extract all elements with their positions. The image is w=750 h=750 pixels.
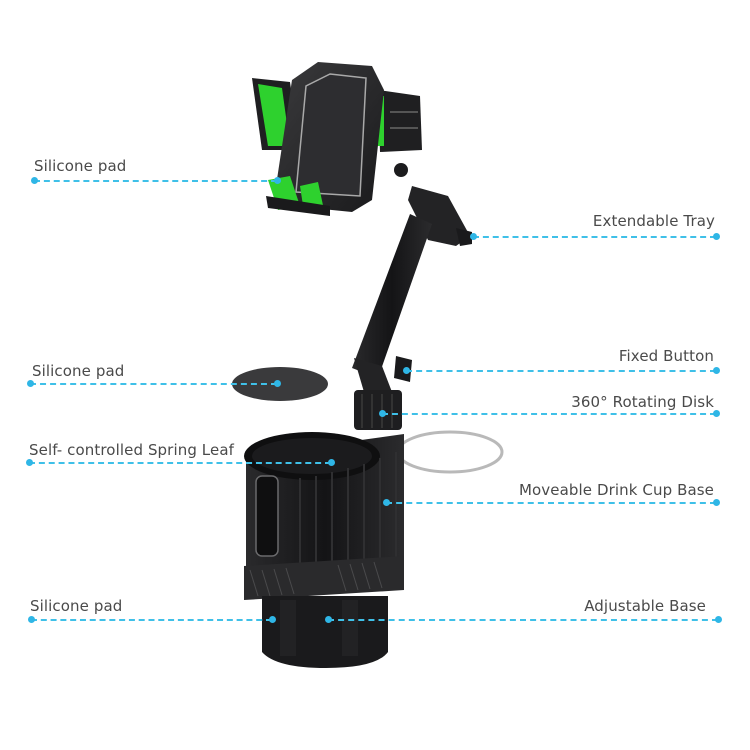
callout-leader-fixed-button xyxy=(406,370,716,372)
callout-dot-silicone-pad-middle-start xyxy=(27,380,34,387)
adjustable-base xyxy=(262,596,388,668)
callout-dot-silicone-pad-top-start xyxy=(31,177,38,184)
callout-dot-silicone-pad-middle-end xyxy=(274,380,281,387)
callout-leader-moveable-cup-base xyxy=(386,502,716,504)
callout-label-rotating-disk: 360° Rotating Disk xyxy=(571,393,714,411)
callout-dot-fixed-button-end xyxy=(713,367,720,374)
callout-label-fixed-button: Fixed Button xyxy=(618,347,714,365)
callout-dot-extendable-tray-end xyxy=(713,233,720,240)
callout-leader-spring-leaf xyxy=(29,462,331,464)
callout-dot-silicone-pad-bottom-end xyxy=(269,616,276,623)
callout-dot-adjustable-base-start xyxy=(325,616,332,623)
drink-cup-base xyxy=(244,432,404,600)
callout-label-silicone-pad-top: Silicone pad xyxy=(34,157,127,175)
callout-dot-silicone-pad-top-end xyxy=(274,177,281,184)
callout-dot-spring-leaf-end xyxy=(328,459,335,466)
callout-leader-silicone-pad-bottom xyxy=(31,619,272,621)
callout-dot-silicone-pad-bottom-start xyxy=(28,616,35,623)
rotating-disk xyxy=(354,390,402,430)
callout-dot-moveable-cup-base-end xyxy=(713,499,720,506)
callout-label-adjustable-base: Adjustable Base xyxy=(584,597,706,615)
callout-leader-silicone-pad-middle xyxy=(30,383,277,385)
callout-dot-rotating-disk-end xyxy=(713,410,720,417)
callout-dot-extendable-tray-start xyxy=(470,233,477,240)
callout-dot-spring-leaf-start xyxy=(26,459,33,466)
phone-clamp xyxy=(252,62,422,216)
callout-dot-rotating-disk-start xyxy=(379,410,386,417)
callout-leader-adjustable-base xyxy=(328,619,718,621)
callout-label-moveable-cup-base: Moveable Drink Cup Base xyxy=(518,481,714,499)
callout-leader-silicone-pad-top xyxy=(34,180,277,182)
callout-label-silicone-pad-bottom: Silicone pad xyxy=(30,597,123,615)
callout-label-spring-leaf: Self- controlled Spring Leaf xyxy=(29,441,235,459)
callout-dot-fixed-button-start xyxy=(403,367,410,374)
callout-dot-moveable-cup-base-start xyxy=(383,499,390,506)
callout-dot-adjustable-base-end xyxy=(715,616,722,623)
callout-label-extendable-tray: Extendable Tray xyxy=(592,212,715,230)
callout-label-silicone-pad-middle: Silicone pad xyxy=(32,362,125,380)
drink-ring xyxy=(396,430,504,474)
callout-leader-extendable-tray xyxy=(473,236,716,238)
callout-leader-rotating-disk xyxy=(382,413,716,415)
